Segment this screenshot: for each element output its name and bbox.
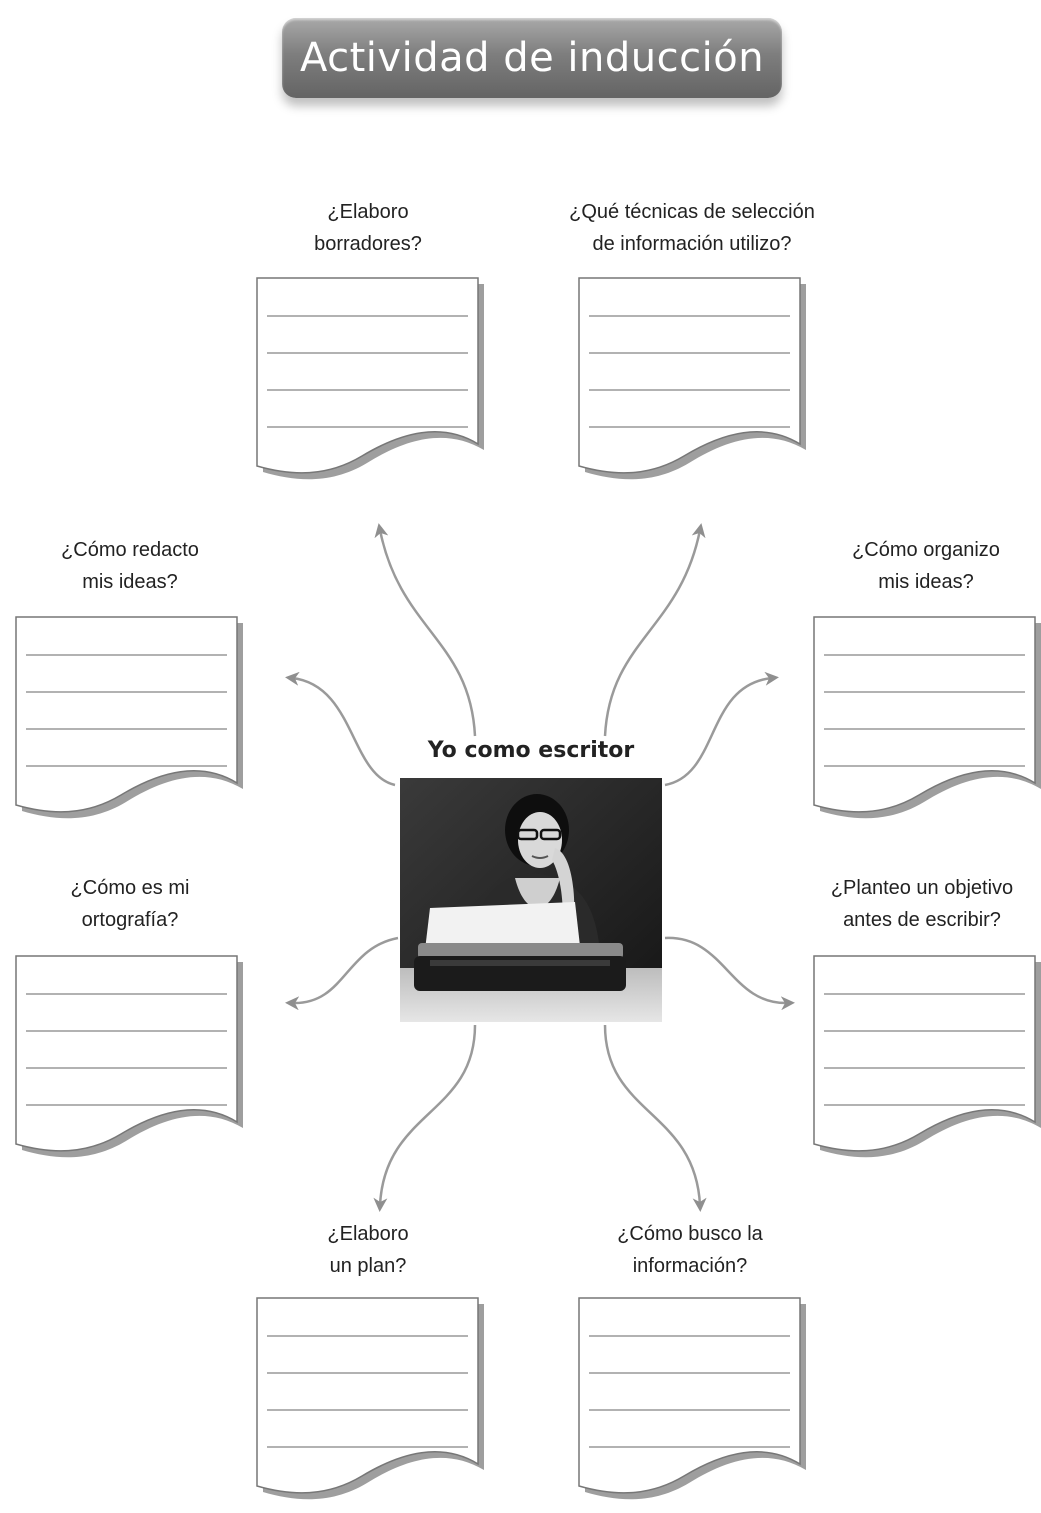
card-page (15, 955, 238, 1152)
page-title: Actividad de inducción (299, 35, 765, 81)
arrow-to-plan (373, 1024, 477, 1212)
arrow-to-organizo (664, 671, 779, 787)
arrow-to-busco (603, 1024, 707, 1212)
card-page (578, 277, 801, 474)
arrow-to-ortografia (285, 936, 399, 1011)
card-page (256, 277, 479, 474)
title-banner: Actividad de inducción (282, 18, 782, 98)
card-page (15, 616, 238, 813)
writer-photo (400, 778, 662, 1022)
answer-card-borradores (256, 277, 484, 488)
card-page (256, 1297, 479, 1494)
card-page (813, 616, 1036, 813)
answer-card-organizo (813, 616, 1041, 827)
answer-card-ortografia (15, 955, 243, 1166)
arrow-to-redacto (285, 671, 396, 787)
answer-card-redacto (15, 616, 243, 827)
card-page (578, 1297, 801, 1494)
person-at-typewriter-image (400, 778, 662, 1022)
card-page (813, 955, 1036, 1152)
answer-card-plan (256, 1297, 484, 1508)
answer-card-objetivo (813, 955, 1041, 1166)
answer-card-busco (578, 1297, 806, 1508)
arrow-to-borradores (374, 523, 477, 737)
arrow-to-objetivo (664, 936, 795, 1011)
arrow-to-tecnicas (603, 523, 706, 737)
center-label: Yo como escritor (427, 738, 635, 763)
answer-card-tecnicas (578, 277, 806, 488)
